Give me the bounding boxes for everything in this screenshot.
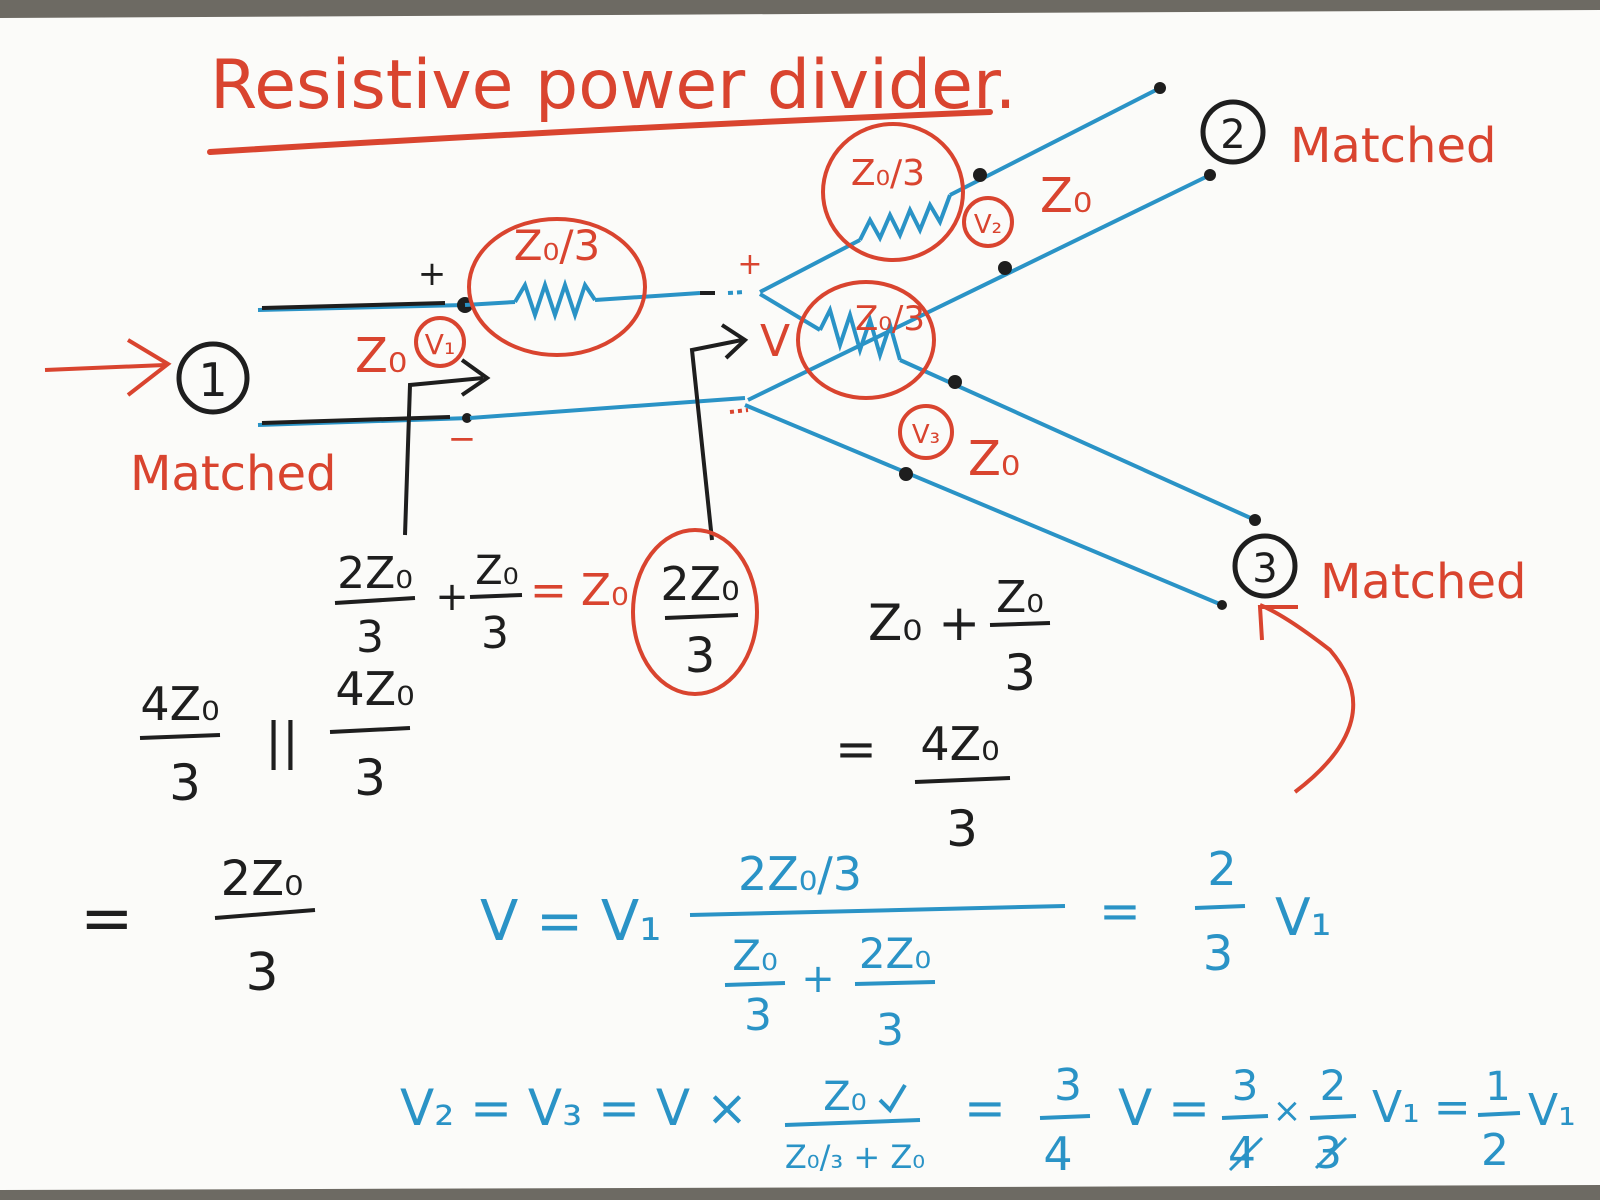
port1-voltage: V₁ [425, 328, 455, 361]
page-title: Resistive power divider. [210, 46, 1016, 125]
port1-marker: 1 [176, 341, 250, 415]
junction-dashes [700, 290, 749, 414]
port3-line-impedance: Z₀ [968, 431, 1020, 487]
svg-text:3: 3 [356, 612, 384, 663]
svg-text:Z₀: Z₀ [732, 931, 778, 980]
svg-text:3: 3 [481, 608, 509, 659]
resistor-port2-label: Z₀/3 [851, 153, 925, 194]
svg-text:Z₀ +: Z₀ + [868, 594, 980, 652]
svg-text:2Z₀/3: 2Z₀/3 [738, 847, 862, 901]
svg-text:= Z₀: = Z₀ [530, 565, 629, 616]
port2-status: Matched [1290, 118, 1496, 174]
junction-voltage: V [760, 316, 790, 367]
equation-junction-voltage: V = V₁ 2Z₀/3 Z₀ 3 + 2Z₀ 3 = 2 3 V₁ [480, 842, 1331, 1056]
svg-text:V₁: V₁ [1275, 888, 1331, 948]
svg-text:4: 4 [1043, 1127, 1072, 1181]
equation-arrow-2 [689, 338, 743, 541]
svg-text:Z₀: Z₀ [823, 1074, 866, 1120]
port3-arrow [1259, 603, 1356, 794]
svg-text:3: 3 [1314, 1128, 1342, 1179]
svg-text:4Z₀: 4Z₀ [335, 662, 414, 716]
port2-marker: 2 [1200, 99, 1266, 165]
svg-text:2Z₀: 2Z₀ [859, 929, 931, 978]
equation-parallel: 4Z₀ 3 || 4Z₀ 3 = 2Z₀ 3 [80, 662, 415, 1003]
svg-text:3: 3 [169, 754, 201, 812]
svg-text:×: × [1273, 1091, 1302, 1131]
svg-text:V = V₁: V = V₁ [480, 889, 662, 954]
svg-text:Z₀: Z₀ [996, 572, 1044, 623]
resistor-port1: Z₀/3 [464, 217, 701, 357]
port3-marker: 3 [1232, 533, 1298, 599]
svg-text:2Z₀: 2Z₀ [660, 557, 739, 611]
port2-number: 2 [1220, 112, 1245, 158]
svg-text:||: || [265, 712, 299, 770]
svg-text:1: 1 [1485, 1064, 1510, 1110]
input-arrow [44, 338, 172, 397]
port2-voltage: V₂ [974, 210, 1002, 240]
svg-text:V =: V = [1118, 1079, 1210, 1137]
svg-text:=: = [80, 882, 134, 956]
equation-arrow-1 [403, 376, 484, 536]
svg-text:3: 3 [1004, 644, 1036, 702]
resistor-port1-label: Z₀/3 [514, 221, 600, 270]
branch-port2: Z₀/3 [747, 82, 1216, 402]
svg-text:2: 2 [1481, 1125, 1509, 1176]
title-underline [207, 109, 993, 155]
equation-output-voltage: V₂ = V₃ = V × Z₀ Z₀/₃ + Z₀ = 3 4 V = 3 4… [400, 1060, 1576, 1181]
svg-text:+: + [801, 956, 835, 1002]
svg-text:4: 4 [1228, 1128, 1256, 1179]
svg-text:3: 3 [946, 800, 978, 858]
svg-text:3: 3 [1203, 926, 1234, 982]
svg-text:3: 3 [354, 749, 386, 807]
branch-port3: Z₀/3 [744, 280, 1261, 610]
port3-voltage: V₃ [912, 420, 940, 450]
svg-text:V₁: V₁ [1528, 1085, 1576, 1136]
port2-line-impedance: Z₀ [1040, 168, 1092, 224]
svg-text:+: + [435, 574, 469, 620]
equation-series-sum: 2Z₀ 3 + Z₀ 3 = Z₀ [334, 548, 629, 663]
svg-text:Z₀/₃ + Z₀: Z₀/₃ + Z₀ [785, 1138, 925, 1176]
port3-number: 3 [1252, 546, 1277, 592]
svg-text:3: 3 [744, 990, 772, 1041]
svg-text:2: 2 [1320, 1061, 1347, 1110]
port1-number: 1 [198, 353, 227, 407]
port1-voltage-circle [414, 316, 466, 368]
svg-text:4Z₀: 4Z₀ [920, 717, 999, 771]
resistor-port3-label: Z₀/3 [855, 299, 925, 339]
svg-text:3: 3 [245, 943, 278, 1003]
svg-text:4Z₀: 4Z₀ [140, 677, 219, 731]
equation-branch-impedance: Z₀ + Z₀ 3 = 4Z₀ 3 [835, 572, 1051, 858]
svg-text:2Z₀: 2Z₀ [337, 548, 413, 599]
svg-text:3: 3 [685, 628, 716, 684]
svg-text:Z₀: Z₀ [475, 548, 518, 594]
svg-text:=: = [835, 720, 877, 778]
svg-text:3: 3 [876, 1005, 904, 1056]
port1-lines [257, 297, 473, 427]
svg-text:=: = [1099, 882, 1141, 940]
port3-status: Matched [1320, 554, 1526, 610]
port2-voltage-circle [962, 196, 1014, 248]
port3-voltage-circle [898, 404, 954, 460]
svg-text:3: 3 [1232, 1061, 1259, 1110]
svg-text:=: = [964, 1079, 1006, 1137]
resistor-port1-circle [467, 217, 647, 357]
port1-status: Matched [130, 446, 336, 502]
plus-sign-junction: + [737, 247, 762, 282]
port1-line-impedance: Z₀ [355, 328, 407, 384]
svg-text:V₁ =: V₁ = [1372, 1082, 1471, 1133]
svg-text:3: 3 [1054, 1060, 1082, 1111]
equation-circled-2z0-3: 2Z₀ 3 [631, 528, 759, 696]
minus-sign-port1: − [448, 419, 477, 459]
svg-text:V₂ = V₃ = V ×: V₂ = V₃ = V × [400, 1079, 748, 1137]
plus-sign-port1: + [418, 254, 447, 294]
svg-text:2Z₀: 2Z₀ [221, 851, 304, 907]
svg-text:2: 2 [1207, 842, 1236, 896]
